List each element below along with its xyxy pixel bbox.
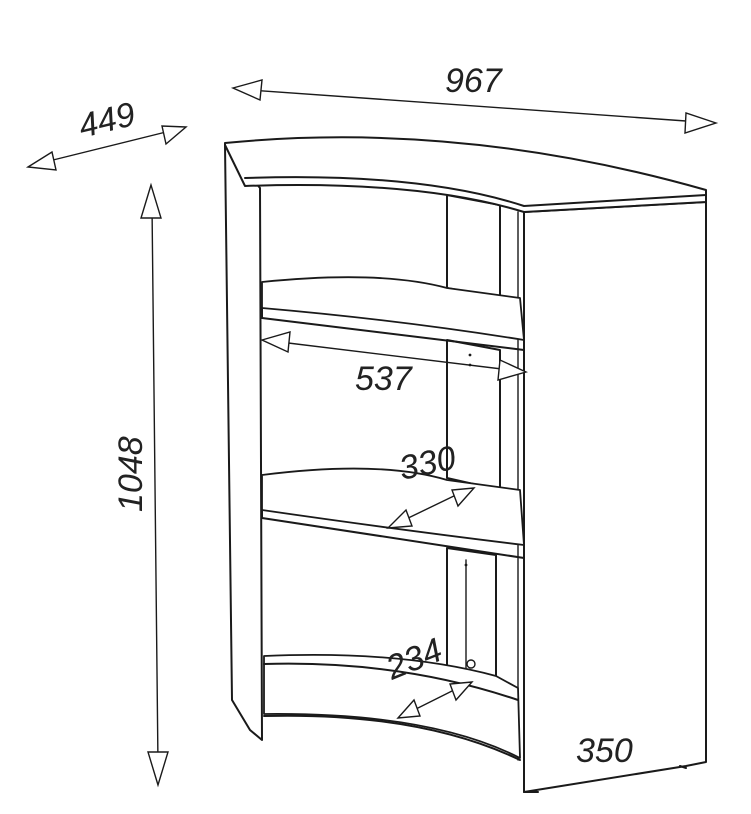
- right-side-panel: [523, 201, 707, 793]
- shelf-width-dimension-label: 537: [355, 360, 413, 398]
- height-dimension-label: 1048: [112, 436, 150, 512]
- depth-dimension-label: 449: [75, 95, 139, 146]
- hinge-screw: [466, 659, 476, 669]
- side-width-dimension-label: 350: [576, 732, 633, 770]
- dimension-lines: [25, 79, 719, 788]
- countertop: [224, 136, 707, 213]
- upper-shelf: [261, 276, 525, 341]
- middle-shelf: [261, 467, 525, 546]
- left-side-panel: [224, 144, 263, 741]
- bottom-plinth: [263, 653, 521, 759]
- back-panel: [446, 194, 501, 299]
- width-dimension-label: 967: [445, 62, 503, 100]
- cabinet-drawing: [224, 136, 707, 793]
